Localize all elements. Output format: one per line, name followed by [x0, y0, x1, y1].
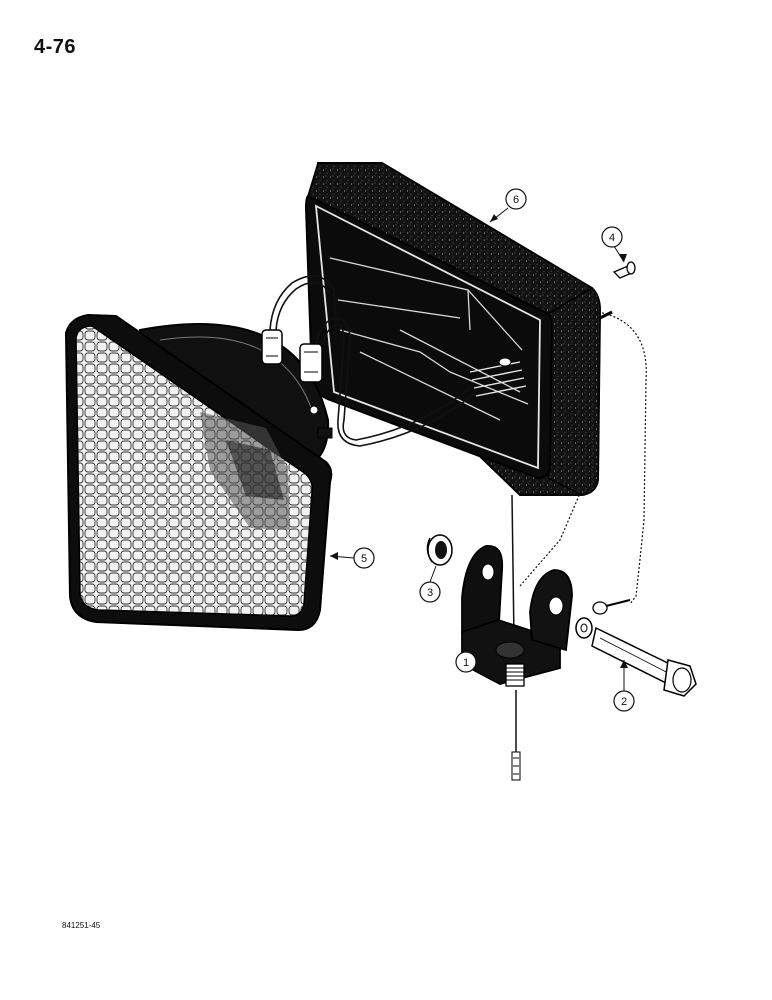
svg-text:5: 5 [361, 553, 367, 565]
bolt [575, 617, 697, 697]
ring-terminal [592, 599, 631, 615]
callout-5: 5 [353, 547, 375, 569]
sealed-beam-lamp [64, 313, 333, 632]
svg-text:2: 2 [621, 696, 627, 708]
svg-text:4: 4 [609, 232, 615, 244]
callout-1: 1 [455, 651, 477, 673]
grommet [426, 534, 453, 566]
callout-4: 4 [601, 226, 623, 248]
wire-connector-right [299, 343, 323, 383]
page-number: 4-76 [34, 36, 77, 58]
callout-2: 2 [613, 690, 635, 712]
svg-text:3: 3 [427, 587, 433, 599]
callout-6: 6 [505, 188, 527, 210]
svg-text:1: 1 [463, 657, 469, 669]
wire-connector-left [261, 329, 283, 365]
figure-code: 841251-45 [62, 921, 101, 930]
callout-3: 3 [419, 581, 441, 603]
wire-harness [269, 275, 647, 605]
lamp-housing [304, 162, 602, 496]
svg-text:6: 6 [513, 194, 519, 206]
screw [599, 261, 636, 320]
mounting-bracket [461, 545, 573, 687]
lead-wire [511, 494, 521, 781]
